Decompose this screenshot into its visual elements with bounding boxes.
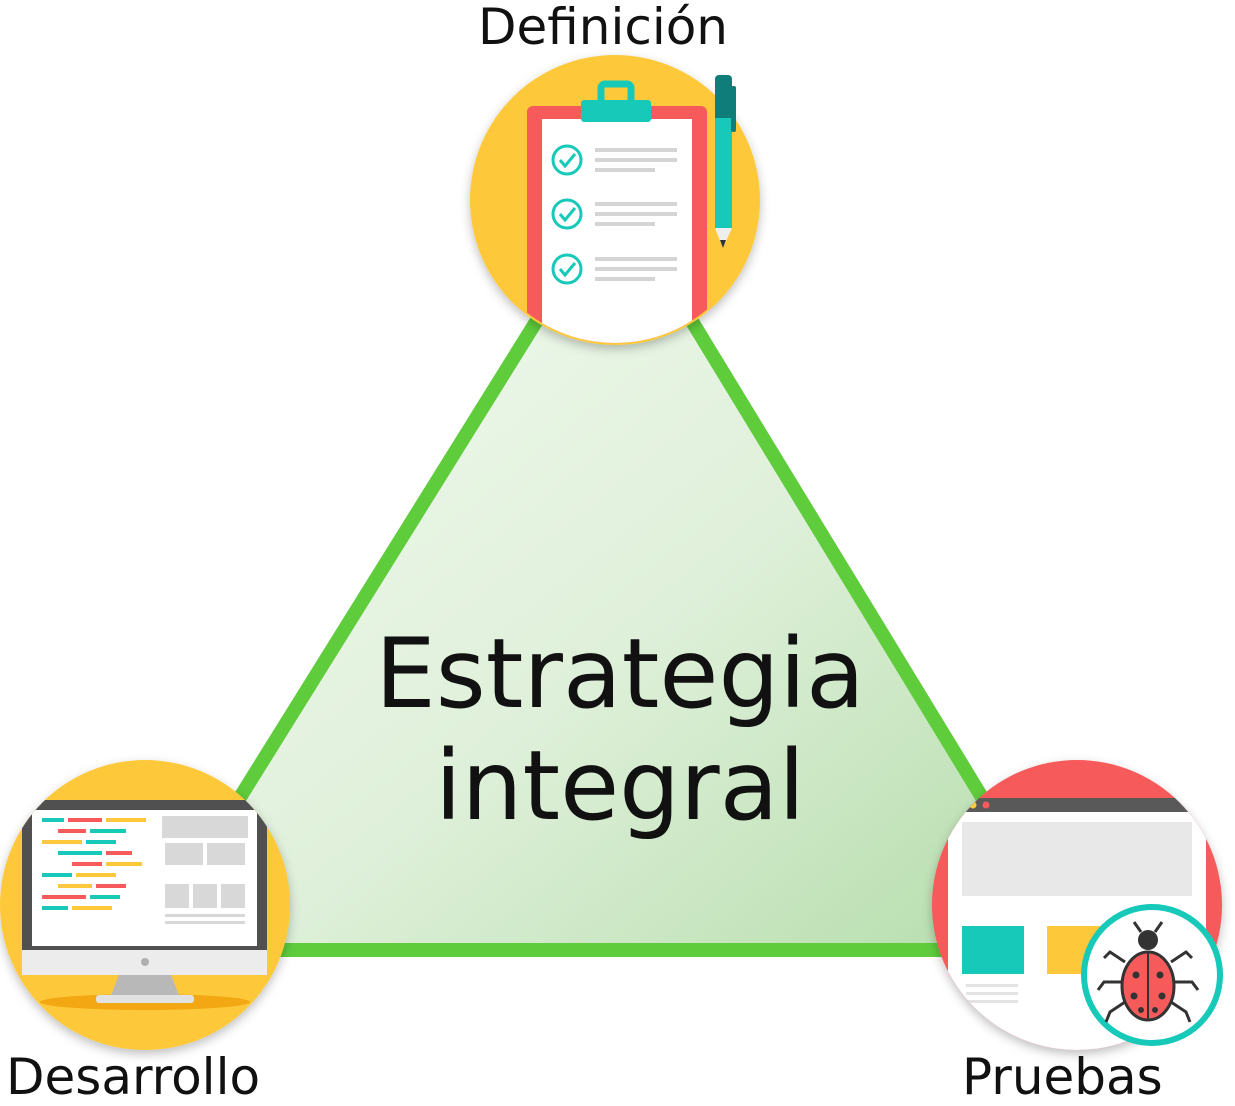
definition-node bbox=[470, 55, 760, 345]
bug-icon bbox=[1081, 904, 1223, 1046]
center-title-line2: integral bbox=[434, 730, 806, 842]
triangle-shape bbox=[138, 188, 1082, 957]
development-label: Desarrollo bbox=[6, 1048, 261, 1106]
testing-node bbox=[932, 760, 1223, 1050]
center-title: Estrategia integral bbox=[310, 618, 930, 842]
development-node bbox=[0, 760, 290, 1050]
clipboard-checklist-icon bbox=[527, 80, 707, 343]
center-title-line1: Estrategia bbox=[375, 618, 865, 730]
computer-monitor-code-icon bbox=[22, 800, 267, 1010]
testing-label: Pruebas bbox=[962, 1048, 1163, 1106]
pen-icon bbox=[715, 75, 736, 248]
definition-label: Definición bbox=[478, 0, 728, 56]
